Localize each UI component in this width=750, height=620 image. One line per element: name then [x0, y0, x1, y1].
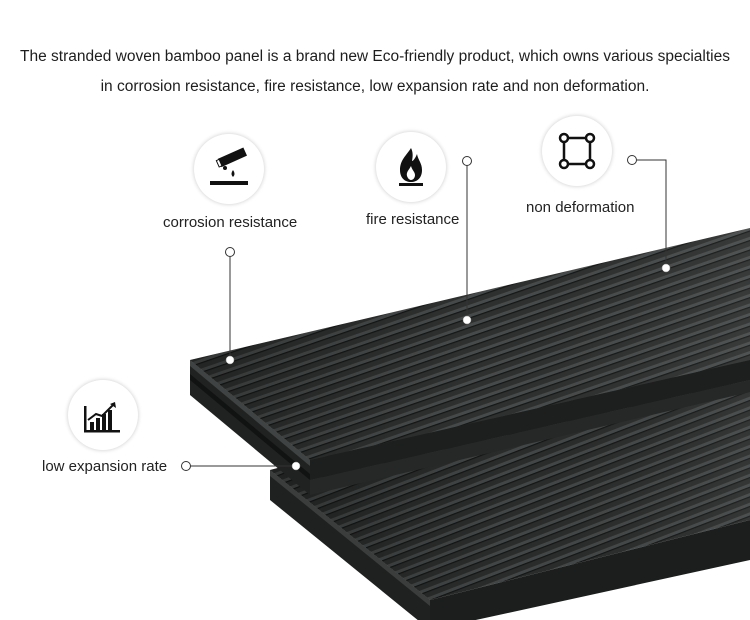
leader-end-markers: [225, 263, 671, 471]
corrosion-end-dot: [225, 355, 235, 365]
corrosion-label: corrosion resistance: [163, 214, 298, 231]
expansion-label: low expansion rate: [42, 458, 168, 475]
expansion-end-dot: [291, 461, 301, 471]
deformation-label: non deformation: [526, 199, 635, 216]
fire-end-dot: [462, 315, 472, 325]
leader-start-markers: [181, 155, 637, 471]
flame-icon: [376, 132, 446, 202]
rising-chart-icon: [68, 380, 138, 450]
deformation-start-marker: [627, 155, 637, 165]
corrosion-icon: [194, 134, 264, 204]
leader-line-deformation: [637, 159, 667, 267]
corrosion-start-marker: [225, 247, 235, 257]
intro-text: The stranded woven bamboo panel is a bra…: [0, 42, 750, 102]
expansion-start-marker: [181, 461, 191, 471]
leader-lines: [190, 159, 667, 467]
fire-start-marker: [462, 156, 472, 166]
square-nodes-icon: [542, 116, 612, 186]
intro-line-1: The stranded woven bamboo panel is a bra…: [20, 48, 730, 65]
fire-label: fire resistance: [366, 211, 460, 228]
intro-line-2: in corrosion resistance, fire resistance…: [100, 78, 650, 95]
deformation-end-dot: [661, 263, 671, 273]
upper-board: [190, 228, 750, 495]
